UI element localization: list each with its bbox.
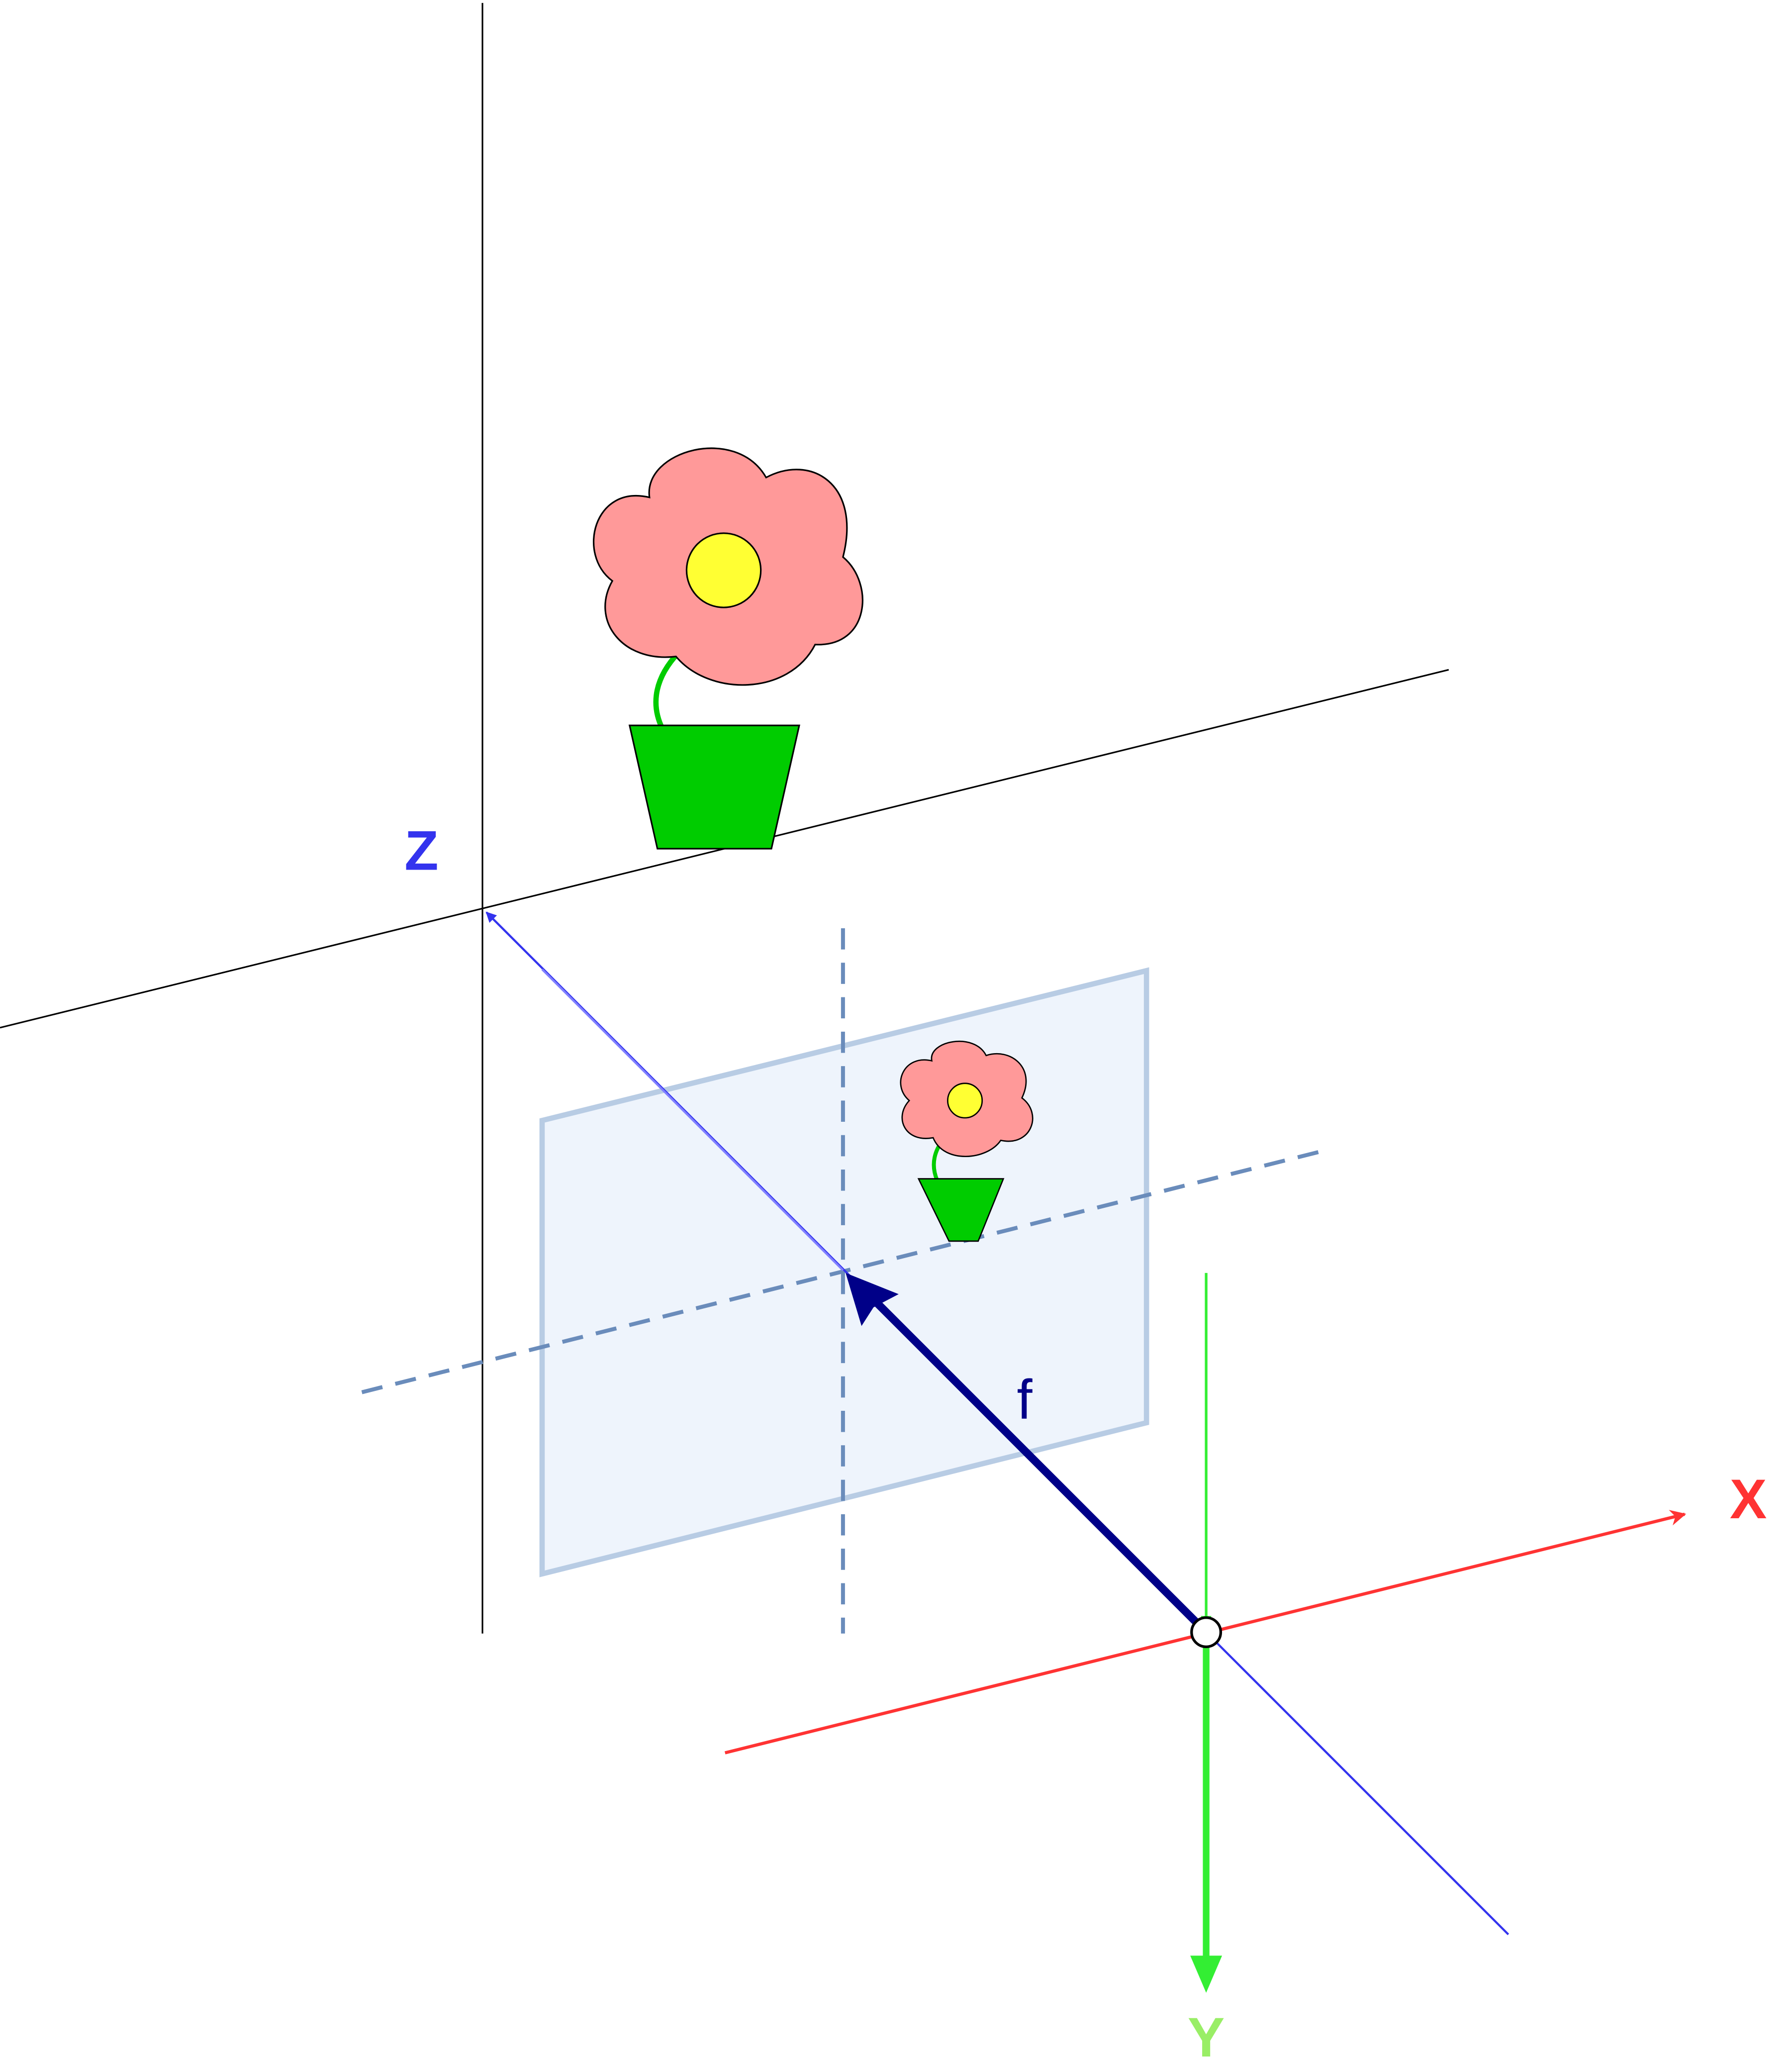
image-flower <box>900 1040 1034 1242</box>
y-axis-arrowhead <box>1190 1956 1223 1993</box>
world-flower-stem <box>653 650 681 731</box>
x-axis-label: X <box>1730 1468 1767 1530</box>
image-flower-pot <box>917 1178 1005 1242</box>
z-axis-label: Z <box>404 820 438 882</box>
camera-center <box>1190 1616 1223 1649</box>
z-axis-backward <box>1205 1631 1509 1936</box>
world-flower <box>593 447 863 850</box>
z-axis-through-plane <box>541 969 844 1272</box>
image-flower-center <box>947 1082 983 1119</box>
focal-length-label: f <box>1017 1369 1033 1431</box>
world-flower-pot <box>628 724 800 850</box>
world-flower-center <box>685 532 762 608</box>
y-axis-label: Y <box>1188 2006 1225 2058</box>
focal-length-arrowhead <box>846 1273 899 1326</box>
focal-length-arrow <box>869 1295 1204 1630</box>
